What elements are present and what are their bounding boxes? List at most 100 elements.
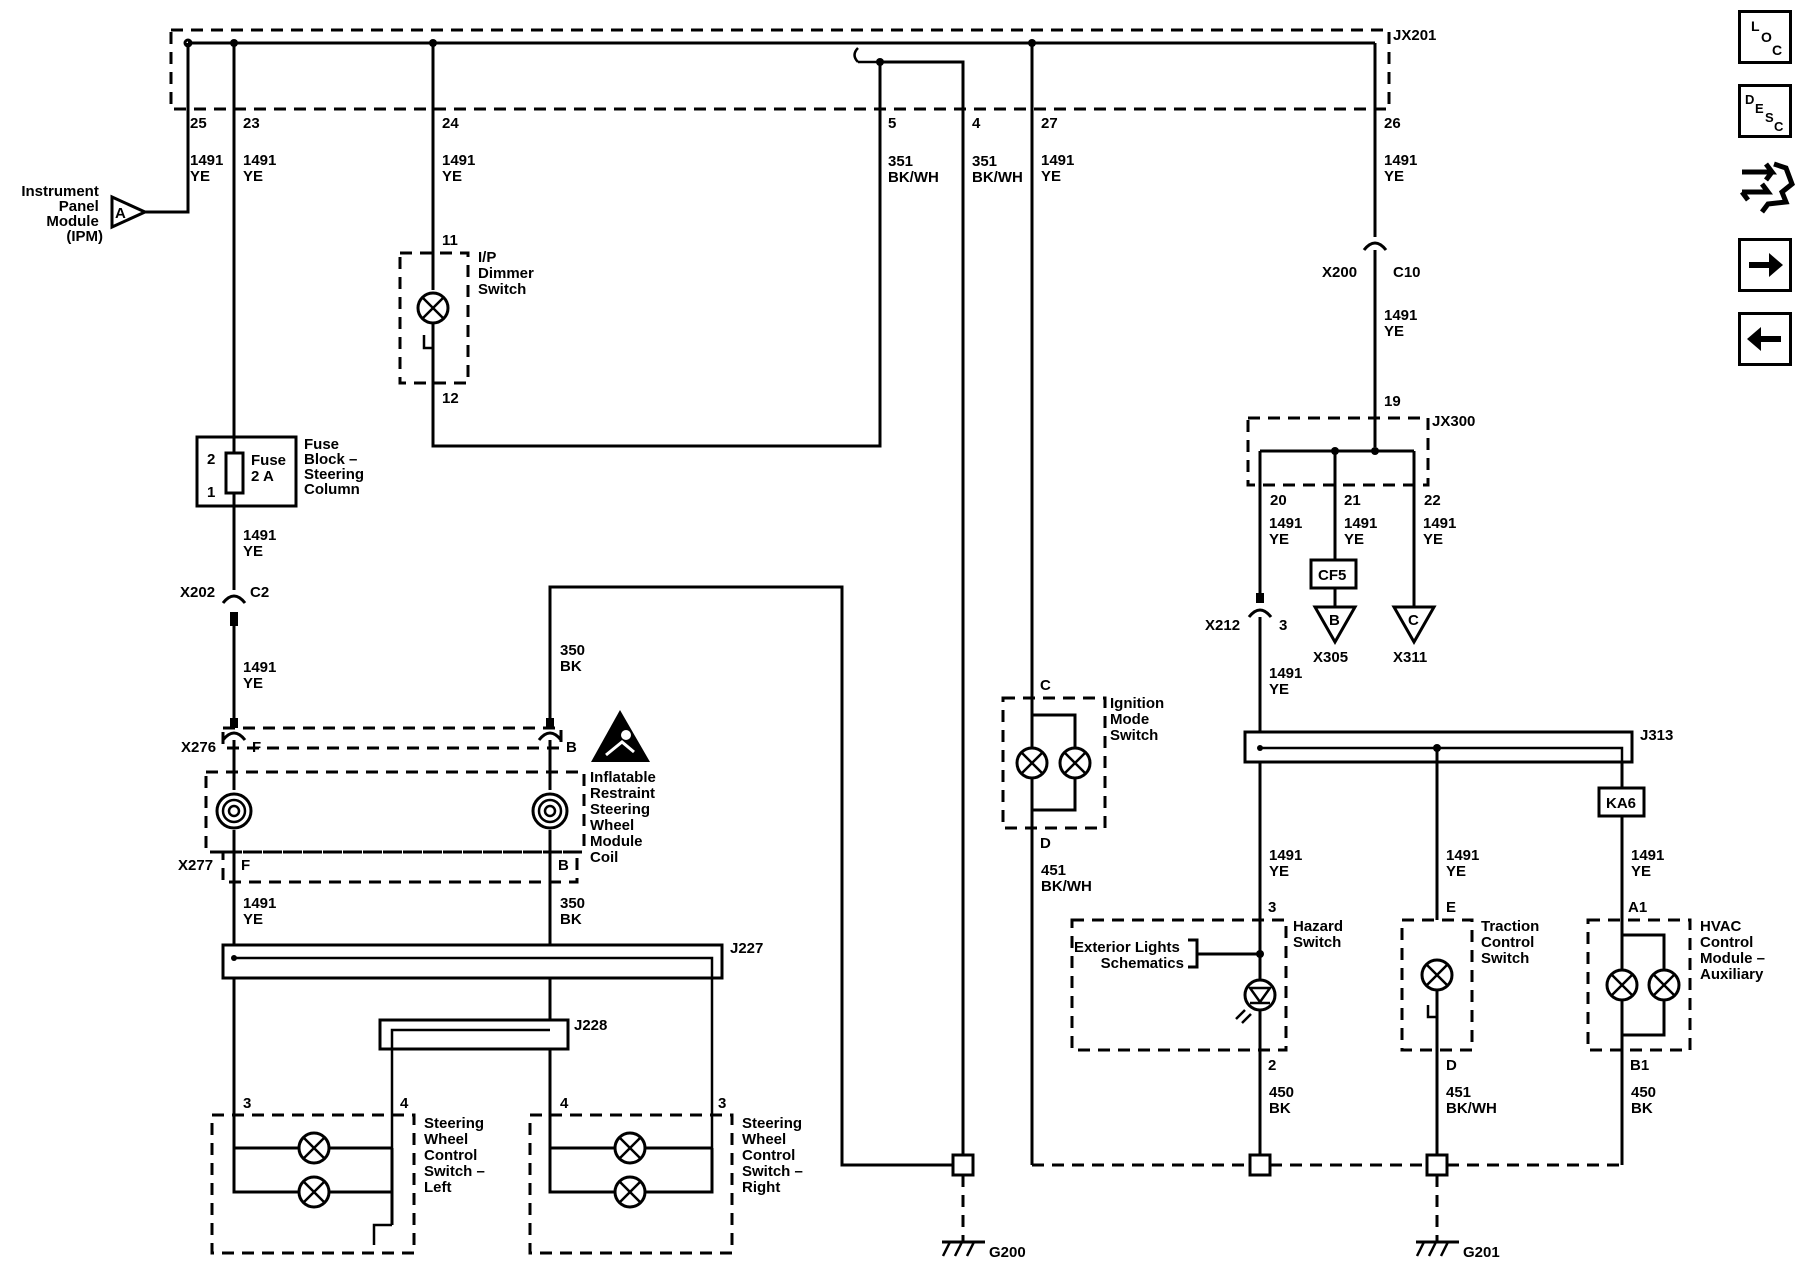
previous-page-button[interactable] [1738,312,1792,366]
swc-right-label: Steering Wheel Control Switch – Right [742,1115,807,1196]
pin-27: 27 [1041,115,1058,132]
x276-label: X276 [181,739,216,756]
svg-text:451: 451 [1041,862,1066,879]
svg-text:1491: 1491 [1446,847,1479,864]
wire-label-traction-out: 451 BK/WH [1446,1084,1497,1117]
wire-label-24: 1491 YE [442,152,475,185]
ka6-label: KA6 [1606,795,1636,812]
wire-label-5: 351 BK/WH [888,153,939,186]
ignition-lamp-2 [1058,746,1092,780]
svg-text:1491: 1491 [1344,515,1377,532]
svg-text:YE: YE [1269,531,1289,548]
swc-left-lamp-2 [297,1175,331,1209]
fuse-label: Fuse 2 A [251,452,290,485]
cf5-label: CF5 [1318,567,1346,584]
x276-b-connector [537,731,563,741]
wire-label-350-upper: 350 BK [560,642,585,675]
hazard-label: Hazard Switch [1293,918,1347,951]
svg-text:351: 351 [972,153,997,170]
hvac-lamp-2 [1647,968,1681,1002]
jx201-connector-block [169,28,1391,111]
pin-25: 25 [190,115,207,132]
x277-pin-b: B [558,857,569,874]
swc-left-label: Steering Wheel Control Switch – Left [424,1115,489,1196]
pin-11: 11 [442,232,458,249]
description-button[interactable]: D E S C [1738,84,1792,138]
wire-label-hazard-out: 450 BK [1269,1084,1294,1117]
svg-text:O: O [1761,29,1772,45]
arrow-right-icon [1749,253,1783,277]
svg-text:BK/WH: BK/WH [1041,878,1092,895]
svg-text:1491: 1491 [243,895,276,912]
traction-lamp [1420,958,1454,992]
wire-label-27: 1491 YE [1041,152,1074,185]
offpage-a-triangle [110,194,149,230]
x277-dashed [221,850,579,884]
svg-text:350: 350 [560,895,585,912]
svg-text:YE: YE [1344,531,1364,548]
svg-text:1491: 1491 [1269,515,1302,532]
svg-text:L: L [1751,18,1760,34]
swc-right-dashed-box [528,1113,734,1255]
ignition-lamp-1 [1015,746,1049,780]
wire-label-fuse-out: 1491 YE [243,527,276,560]
wire-label-20: 1491 YE [1269,515,1302,548]
svg-text:1491: 1491 [243,659,276,676]
next-page-button[interactable] [1738,238,1792,292]
wire-label-23: 1491 YE [243,152,276,185]
x277-label: X277 [178,857,213,874]
description-icon: D E S C [1745,92,1784,134]
wire-label-x212-out: 1491 YE [1269,665,1302,698]
x200-label: X200 [1322,264,1357,281]
pin5-crossover [853,47,880,64]
x212-connector [1247,608,1273,618]
wire-label-hazard-in: 1491 YE [1269,847,1302,880]
hvac-pin-a1: A1 [1628,899,1647,916]
j228-label: J228 [574,1017,607,1034]
coil-spiral-right [531,792,569,830]
swc-left-lamp-1 [297,1131,331,1165]
hazard-pin-3: 3 [1268,899,1276,916]
svg-text:1491: 1491 [1384,152,1417,169]
traction-pin-d: D [1446,1057,1457,1074]
svg-text:YE: YE [190,168,210,185]
x276-dashed [221,726,563,750]
svg-text:C: C [1774,119,1784,134]
dimmer-label: I/P Dimmer Switch [478,249,538,298]
pin-21: 21 [1344,492,1361,509]
hazard-pin-2: 2 [1268,1057,1276,1074]
svg-text:YE: YE [1384,168,1404,185]
offpage-a-label: A [115,205,126,222]
svg-text:YE: YE [1041,168,1061,185]
ignition-pin-c: C [1040,677,1051,694]
x276-pin-b: B [566,739,577,756]
x212-pin-3: 3 [1279,617,1287,634]
fuse-pin-2: 2 [207,451,215,468]
svg-text:350: 350 [560,642,585,659]
fuse-element [224,451,245,495]
fuse-block [195,435,298,508]
hvac-dashed-box [1586,918,1692,1052]
x305-label: X305 [1313,649,1348,666]
ext-lights-label: Exterior Lights Schematics [1074,939,1184,972]
jx300-label: JX300 [1432,413,1475,430]
location-button[interactable]: L O C [1738,10,1792,64]
arrow-left-icon [1747,327,1781,351]
fuse-pin-1: 1 [207,484,215,501]
x311-label: X311 [1393,649,1427,666]
pin-23: 23 [243,115,260,132]
svg-text:YE: YE [243,675,263,692]
j313-label: J313 [1640,727,1673,744]
connector-view-button[interactable] [1738,158,1795,214]
x212-label: X212 [1205,617,1240,634]
swc-right-lamp-2 [613,1175,647,1209]
offpage-c-label: C [1408,612,1419,629]
svg-text:BK/WH: BK/WH [888,169,939,186]
coil-dashed-box [204,770,586,854]
x202-connector [221,594,247,604]
wire-label-traction-in: 1491 YE [1446,847,1479,880]
j228-splice [378,1018,570,1051]
g201-ground-icon [1415,1240,1459,1257]
jx201-label: JX201 [1393,27,1436,44]
wire-label-21: 1491 YE [1344,515,1377,548]
